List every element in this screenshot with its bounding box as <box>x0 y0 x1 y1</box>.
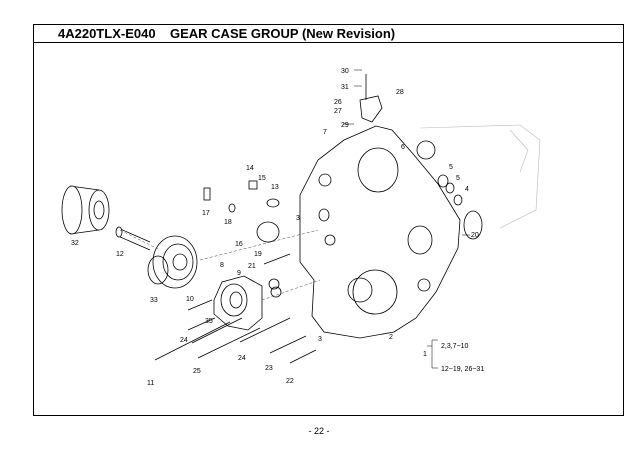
group-note-1: 2,3,7~10 <box>441 343 469 350</box>
adapter-shaft-drawing <box>115 226 151 251</box>
page-title: GEAR CASE GROUP (New Revision) <box>170 26 396 41</box>
callout-28: 28 <box>396 89 404 96</box>
model-code: 4A220TLX-E040 <box>58 26 156 41</box>
callout-24a: 24 <box>180 337 188 344</box>
callout-14: 14 <box>246 165 254 172</box>
pump-assembly-drawing <box>213 275 263 331</box>
callout-25: 25 <box>193 368 201 375</box>
header-bar: 4A220TLX-E040 GEAR CASE GROUP (New Revis… <box>34 25 623 43</box>
callout-24b: 24 <box>238 355 246 362</box>
callout-4: 4 <box>465 186 469 193</box>
callout-9: 9 <box>237 270 241 277</box>
callout-16: 16 <box>235 241 243 248</box>
callout-22: 22 <box>286 378 294 385</box>
assembly-guide-lines <box>119 229 321 301</box>
callout-5b: 5 <box>456 175 460 182</box>
oil-filter-drawing <box>61 185 110 235</box>
callout-35: 35 <box>205 318 213 325</box>
callout-27: 27 <box>334 108 342 115</box>
callout-6: 6 <box>401 144 405 151</box>
callout-leaders <box>343 69 470 369</box>
callout-15: 15 <box>258 175 266 182</box>
page-number: - 22 - <box>308 426 330 436</box>
page-frame: 4A220TLX-E040 GEAR CASE GROUP (New Revis… <box>33 24 624 416</box>
callout-30: 30 <box>341 68 349 75</box>
callout-3a: 3 <box>296 215 300 222</box>
gear-case-drawing <box>299 74 461 339</box>
callout-21: 21 <box>248 263 256 270</box>
seal-rings-drawing <box>203 140 483 298</box>
callout-2: 2 <box>389 334 393 341</box>
callout-33: 33 <box>150 297 158 304</box>
callout-13: 13 <box>271 184 279 191</box>
callout-3b: 3 <box>318 336 322 343</box>
bolts-drawing <box>154 253 317 364</box>
callout-18: 18 <box>224 219 232 226</box>
callout-20: 20 <box>471 232 479 239</box>
callout-26: 26 <box>334 99 342 106</box>
callout-19: 19 <box>254 251 262 258</box>
callout-1: 1 <box>423 351 427 358</box>
callout-8: 8 <box>220 262 224 269</box>
callout-12: 12 <box>116 251 124 258</box>
callout-7: 7 <box>323 129 327 136</box>
callout-17: 17 <box>202 210 210 217</box>
callout-5a: 5 <box>449 164 453 171</box>
group-note-2: 12~19, 26~31 <box>441 366 484 373</box>
callout-23: 23 <box>265 365 273 372</box>
callout-labels: 30 31 28 26 27 29 7 6 5 5 4 14 15 13 17 … <box>71 68 484 387</box>
callout-11: 11 <box>147 380 154 387</box>
callout-32: 32 <box>71 240 79 247</box>
callout-29: 29 <box>341 122 349 129</box>
cooler-housing-drawing <box>147 235 198 289</box>
callout-10: 10 <box>186 296 194 303</box>
engine-block-outline <box>419 124 541 229</box>
callout-31: 31 <box>341 84 349 91</box>
